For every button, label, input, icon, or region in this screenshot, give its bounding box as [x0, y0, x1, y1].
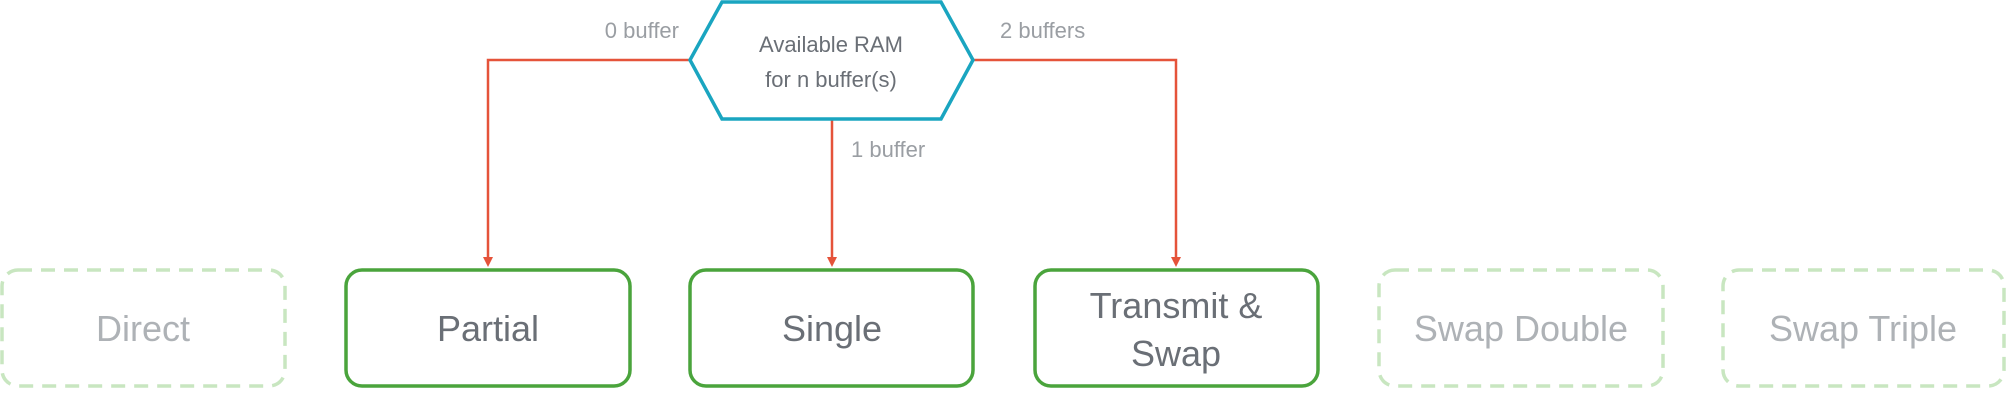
strategy-box-single-frame	[688, 268, 975, 388]
edge-label-zero-buffer: 0 buffer	[605, 18, 679, 43]
edge-label-one-buffer: 1 buffer	[851, 137, 925, 162]
available-ram-hexagon	[688, 0, 975, 121]
strategy-box-swap-double-frame	[1377, 268, 1665, 388]
strategy-box-transmit-swap-label-line2: Swap	[1131, 333, 1221, 374]
available-ram-label-line2: for n buffer(s)	[765, 67, 897, 92]
available-ram-label-line1: Available RAM	[759, 32, 903, 57]
arrow-zero-buffer	[483, 58, 690, 267]
strategy-box-single-label: Single	[782, 308, 882, 349]
strategy-box-single: Single	[688, 268, 975, 388]
strategy-box-swap-double: Swap Double	[1377, 268, 1665, 388]
strategy-box-partial-label: Partial	[437, 308, 539, 349]
strategy-box-partial-frame	[344, 268, 632, 388]
available-ram-node: Available RAM for n buffer(s)	[688, 0, 975, 121]
strategy-box-swap-triple-label: Swap Triple	[1769, 308, 1957, 349]
edge-label-two-buffers: 2 buffers	[1000, 18, 1085, 43]
arrow-two-buffers	[973, 58, 1181, 267]
strategy-box-swap-triple-frame	[1721, 268, 2006, 388]
strategy-box-direct-label: Direct	[96, 308, 190, 349]
arrows	[483, 58, 1181, 267]
strategy-box-transmit-swap-frame	[1033, 268, 1320, 388]
strategy-box-swap-double-label: Swap Double	[1414, 308, 1628, 349]
strategy-box-transmit-swap-label-line1: Transmit &	[1090, 285, 1263, 326]
strategy-box-swap-triple: Swap Triple	[1721, 268, 2006, 388]
strategy-box-direct: Direct	[0, 268, 287, 388]
strategy-box-transmit-swap: Transmit & Swap	[1033, 268, 1320, 388]
strategy-box-partial: Partial	[344, 268, 632, 388]
strategy-box-direct-frame	[0, 268, 287, 388]
